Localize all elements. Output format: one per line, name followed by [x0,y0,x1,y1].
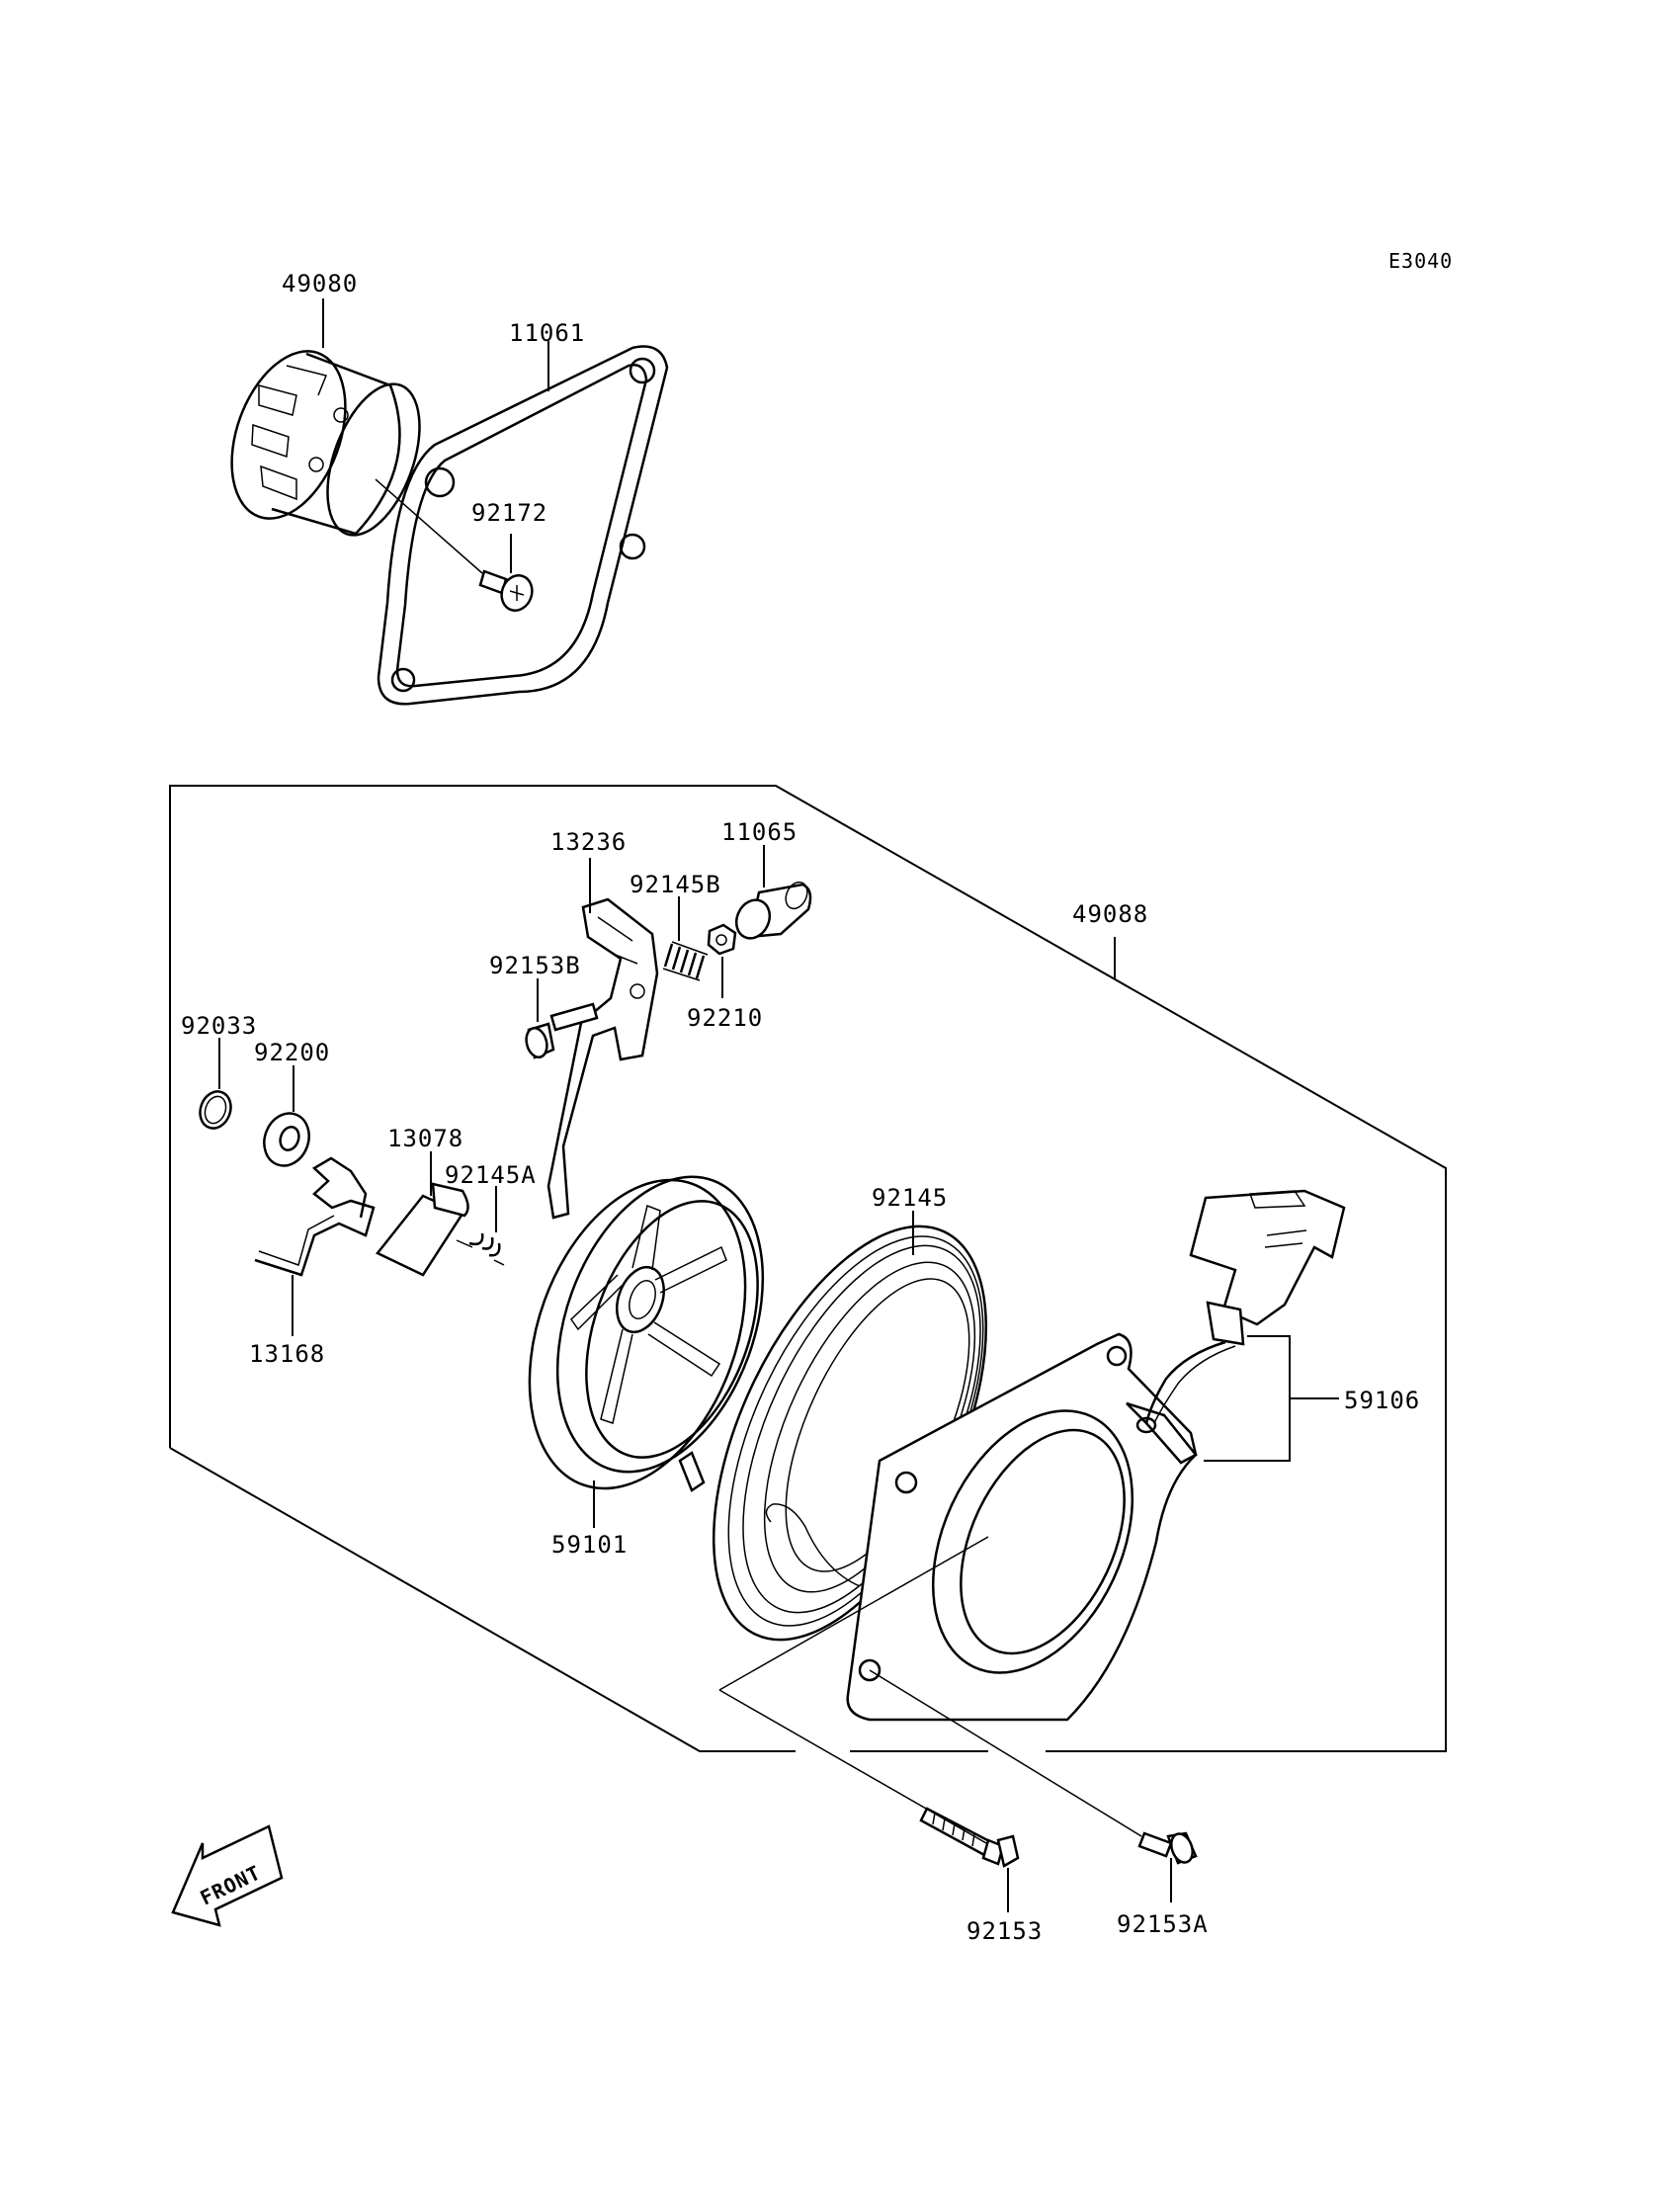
label-11061: 11061 [509,319,585,347]
part-13168-guide-wire[interactable] [254,1156,376,1277]
part-13236-ratchet-lever[interactable] [546,897,659,1220]
label-49080: 49080 [282,270,358,297]
part-92153-bolt[interactable] [919,1807,1020,1868]
part-59106-handle[interactable] [1144,1189,1346,1424]
part-49080-fan-cover[interactable] [210,336,438,548]
label-92172: 92172 [471,499,547,527]
label-92145: 92145 [872,1184,948,1212]
label-11065: 11065 [721,818,798,846]
front-direction-arrow: FRONT [171,1824,284,1927]
label-59101: 59101 [551,1531,628,1559]
part-92153A-bolt[interactable] [1137,1830,1198,1865]
part-13078-pawl[interactable] [376,1182,469,1277]
label-92033: 92033 [181,1012,257,1040]
part-92172-screw[interactable] [478,569,537,615]
part-11065-guide[interactable] [730,879,812,944]
part-92145A-spring[interactable] [456,1232,505,1266]
label-13168: 13168 [249,1340,325,1368]
label-92210: 92210 [687,1004,763,1032]
assembly-frame-49088 [169,785,1447,1752]
label-13236: 13236 [550,828,627,856]
diagram-code: E3040 [1388,249,1453,273]
part-59101-reel[interactable] [490,1148,801,1519]
part-92153B-bolt[interactable] [523,1002,599,1059]
label-92153: 92153 [966,1917,1043,1945]
part-92210-nut[interactable] [707,923,737,956]
label-92153A: 92153A [1117,1910,1209,1938]
part-92145B-spring[interactable] [662,941,709,981]
part-92033-circlip[interactable] [195,1087,235,1133]
label-92145B: 92145B [630,871,721,898]
part-59106-starter-case[interactable] [846,1332,1198,1722]
label-13078: 13078 [387,1125,463,1152]
part-92200-washer[interactable] [257,1107,316,1172]
label-59106: 59106 [1344,1387,1420,1414]
part-11061-gasket[interactable] [377,345,669,706]
label-49088: 49088 [1072,900,1148,928]
label-92145A: 92145A [445,1161,537,1189]
label-92153B: 92153B [489,952,581,979]
label-92200: 92200 [254,1039,330,1066]
